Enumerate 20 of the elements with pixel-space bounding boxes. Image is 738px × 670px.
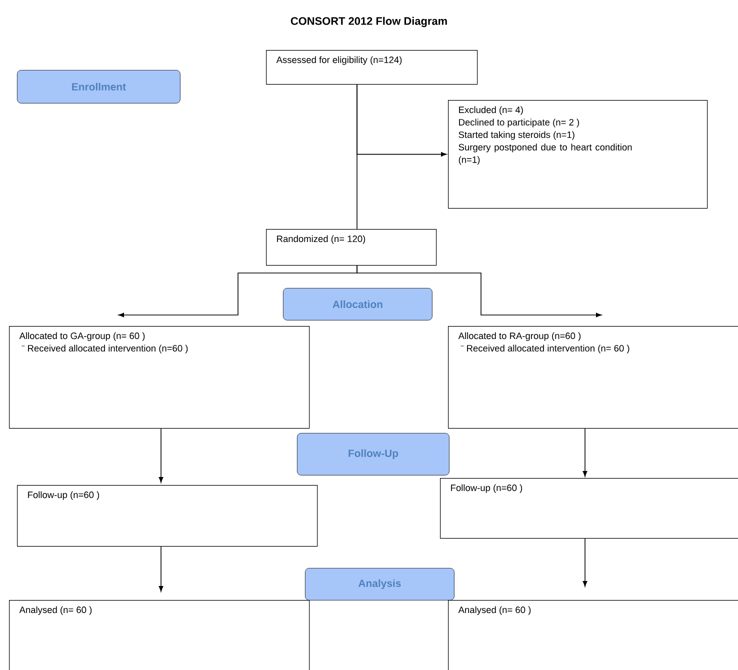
stage-label: Analysis xyxy=(305,568,454,600)
arrow xyxy=(356,265,602,318)
stage-label: Follow-Up xyxy=(297,433,450,476)
process-box: Follow-up (n=60 ) xyxy=(440,478,738,539)
process-box: Analysed (n= 60 ) xyxy=(9,600,310,670)
title: CONSORT 2012 Flow Diagram xyxy=(290,16,447,28)
arrow xyxy=(582,538,588,587)
process-box: Allocated to GA-group (n= 60 ) Received allocated intervention (n=60 ) xyxy=(9,326,310,429)
process-box: Excluded (n= 4) Declined to participate (n= 2 ) Started taking steroids (n=1) Surgery postponed due to heart condition (n=1) xyxy=(448,100,708,209)
stage-label: Allocation xyxy=(283,288,432,320)
process-box: Follow-up (n=60 ) xyxy=(17,485,318,547)
arrow xyxy=(158,428,164,483)
process-box: Assessed for eligibility (n=124) xyxy=(266,50,478,85)
process-box: Analysed (n= 60 ) xyxy=(448,600,738,670)
arrow xyxy=(356,84,447,157)
arrow xyxy=(582,428,588,477)
arrow xyxy=(158,546,164,592)
stage-label: Enrollment xyxy=(17,70,180,104)
process-box: Randomized (n= 120) xyxy=(266,229,437,266)
process-box: Allocated to RA-group (n=60 ) Received allocated intervention (n= 60 ) xyxy=(448,326,738,429)
